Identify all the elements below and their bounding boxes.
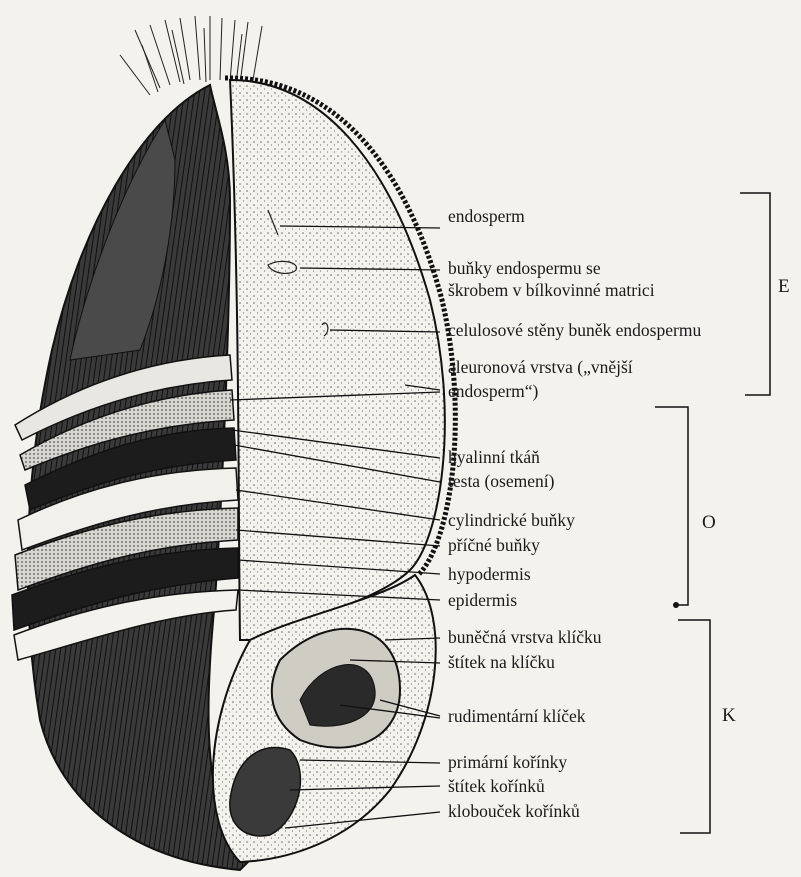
group-label-e: E [778,276,790,298]
label-germ-layer: buněčná vrstva klíčku [448,627,602,648]
label-epidermis: epidermis [448,590,517,611]
label-starch-cells-1: buňky endospermu se [448,258,601,279]
label-cylinder-cells: cylindrické buňky [448,510,575,531]
label-hypodermis: hypodermis [448,564,531,585]
label-aleurone-1: aleuronová vrstva („vnější [448,357,633,378]
label-starch-cells-2: škrobem v bílkovinné matrici [448,280,655,301]
label-rudimentary-germ: rudimentární klíček [448,706,586,727]
label-testa: testa (osemení) [448,471,554,492]
label-cell-walls: celulosové stěny buněk endospermu [448,320,701,341]
label-aleurone-2: endosperm“) [448,381,538,402]
label-cross-cells: příčné buňky [448,535,540,556]
group-label-k: K [722,705,736,727]
label-root-sheath: štítek kořínků [448,776,545,797]
label-endosperm: endosperm [448,206,525,227]
label-hyaline: hyalinní tkáň [448,447,540,468]
label-primary-roots: primární kořínky [448,752,567,773]
label-scutellum: štítek na klíčku [448,652,555,673]
endosperm-body [230,80,445,640]
label-root-cap: klobouček kořínků [448,801,580,822]
group-label-o: O [702,512,716,534]
